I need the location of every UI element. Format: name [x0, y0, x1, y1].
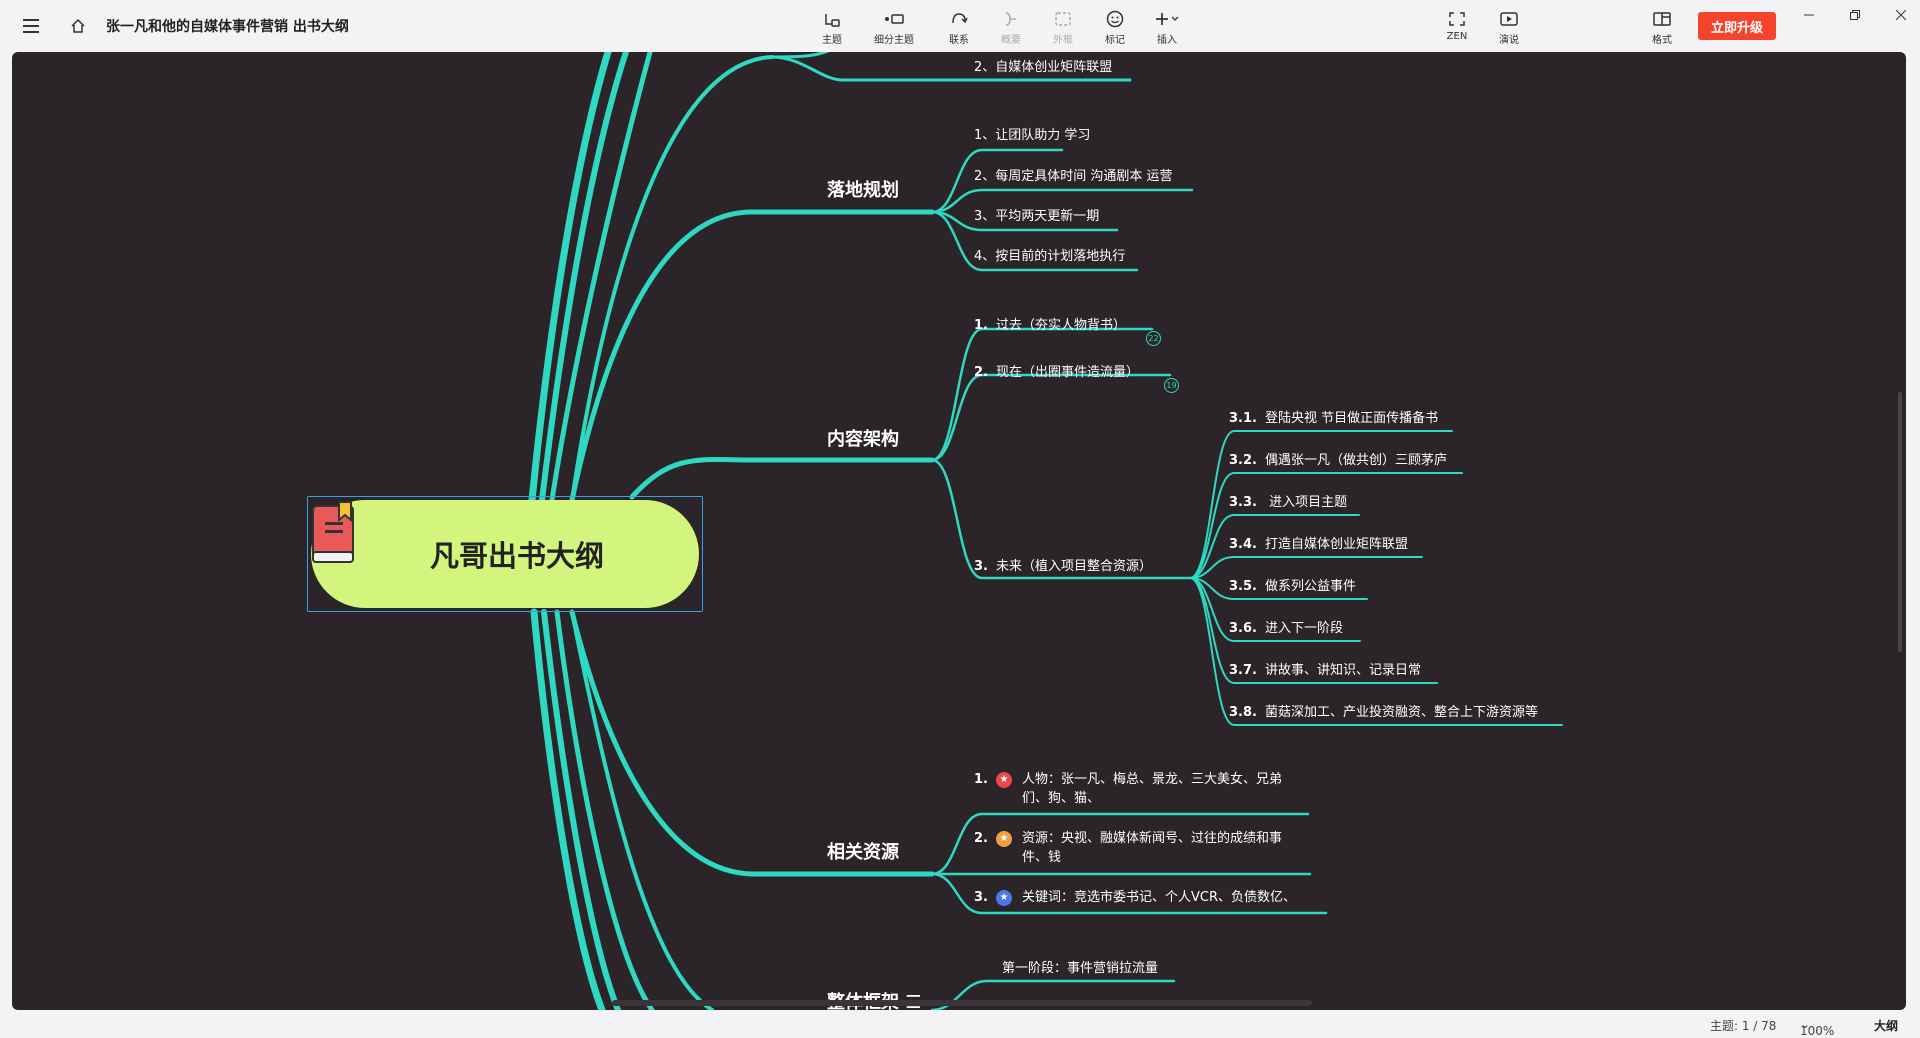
- resource-item-assets[interactable]: 2.★资源：央视、融媒体新闻号、过往的成绩和事件、钱: [974, 830, 1282, 865]
- zen-icon: [1448, 8, 1466, 30]
- content-item-past[interactable]: 1.过去（夯实人物背书）: [974, 318, 1126, 333]
- vertical-scrollbar[interactable]: [1898, 392, 1902, 652]
- toolbar-left: 张一凡和他的自媒体事件营销 出书大纲: [18, 12, 349, 40]
- future-item-3-7[interactable]: 3.7.讲故事、讲知识、记录日常: [1229, 663, 1421, 678]
- book-icon: [312, 501, 354, 563]
- resource-item-people[interactable]: 1.★人物：张一凡、梅总、景龙、三大美女、兄弟们、狗、猫、: [974, 771, 1282, 806]
- branch-related-resources[interactable]: 相关资源: [827, 842, 899, 863]
- root-topic-selection[interactable]: 凡哥出书大纲: [307, 496, 703, 612]
- menu-icon[interactable]: [18, 12, 46, 40]
- content-item-present[interactable]: 2.现在（出圈事件造流量）: [974, 365, 1139, 380]
- upgrade-button[interactable]: 立即升级: [1698, 12, 1776, 40]
- outline-button[interactable]: 大纲: [1874, 1019, 1899, 1033]
- plan-item-1[interactable]: 1、让团队助力 学习: [974, 128, 1091, 143]
- mindmap-canvas[interactable]: 2、自媒体创业矩阵联盟 落地规划 1、让团队助力 学习 2、每周定具体时间 沟通…: [12, 52, 1906, 1010]
- marker-button[interactable]: 标记: [1089, 8, 1141, 46]
- future-item-3-6[interactable]: 3.6.进入下一阶段: [1229, 621, 1343, 636]
- future-item-3-8[interactable]: 3.8.菌菇深加工、产业投资融资、整合上下游资源等: [1229, 705, 1538, 720]
- toolbar-group-format: 格式: [1636, 8, 1688, 46]
- topic-icon: [823, 8, 841, 30]
- star-marker-icon: ★: [995, 889, 1012, 906]
- future-item-3-3[interactable]: 3.3. 进入项目主题: [1229, 495, 1348, 510]
- horizontal-scrollbar[interactable]: [612, 1000, 1312, 1006]
- format-icon: [1653, 8, 1671, 30]
- zoom-level[interactable]: 100% ⌄: [1800, 1017, 1835, 1038]
- plan-item-3[interactable]: 3、平均两天更新一期: [974, 209, 1100, 224]
- root-topic[interactable]: 凡哥出书大纲: [311, 500, 699, 608]
- subtopic-button[interactable]: 细分主题: [858, 8, 930, 46]
- future-item-3-4[interactable]: 3.4.打造自媒体创业矩阵联盟: [1229, 537, 1408, 552]
- resource-item-keywords[interactable]: 3.★关键词：竞选市委书记、个人VCR、负债数亿、: [974, 889, 1296, 906]
- plan-item-2[interactable]: 2、每周定具体时间 沟通剧本 运营: [974, 169, 1173, 184]
- present-icon: [1500, 8, 1518, 30]
- home-icon[interactable]: [64, 12, 92, 40]
- restore-button[interactable]: [1832, 4, 1878, 26]
- marker-icon: [1106, 8, 1124, 30]
- window-controls: [1786, 4, 1920, 26]
- branch-overall-framework[interactable]: 整体框架 ☰: [827, 988, 921, 1010]
- mindmap-connectors: [528, 52, 1563, 1010]
- status-bar: 主题: 1 / 78 100% ⌄ 大纲: [0, 1010, 1920, 1038]
- insert-button[interactable]: 插入: [1141, 8, 1193, 46]
- framework-item-1[interactable]: 第一阶段：事件营销拉流量: [1002, 961, 1159, 976]
- plan-item-4[interactable]: 4、按目前的计划落地执行: [974, 249, 1126, 264]
- content-item-future[interactable]: 3.未来（植入项目整合资源）: [974, 559, 1152, 574]
- insert-icon: [1154, 8, 1180, 30]
- future-item-3-2[interactable]: 3.2.偶遇张一凡（做共创）三顾茅庐: [1229, 453, 1447, 468]
- topic-button[interactable]: 主题: [806, 8, 858, 46]
- format-button[interactable]: 格式: [1636, 8, 1688, 46]
- star-marker-icon: ★: [995, 771, 1012, 788]
- topic-count: 主题: 1 / 78: [1710, 1019, 1777, 1033]
- close-button[interactable]: [1878, 4, 1920, 26]
- collapsed-count-badge[interactable]: 22: [1146, 331, 1161, 346]
- subtopic-icon: [883, 8, 905, 30]
- branch-content-structure[interactable]: 内容架构: [827, 429, 899, 450]
- toolbar-group-elements: 联系 概要 外框 标记 插入: [933, 8, 1193, 46]
- boundary-icon: [1054, 8, 1072, 30]
- toolbar-group-view: ZEN 演说: [1431, 8, 1535, 46]
- summary-icon: [1002, 8, 1020, 30]
- boundary-button[interactable]: 外框: [1037, 8, 1089, 46]
- minimize-button[interactable]: [1786, 4, 1832, 26]
- partial-topic[interactable]: 2、自媒体创业矩阵联盟: [974, 60, 1113, 75]
- future-item-3-5[interactable]: 3.5.做系列公益事件: [1229, 579, 1356, 594]
- toolbar-group-topic: 主题 细分主题: [806, 8, 930, 46]
- document-title: 张一凡和他的自媒体事件营销 出书大纲: [106, 19, 349, 35]
- top-toolbar: 张一凡和他的自媒体事件营销 出书大纲 主题 细分主题 联系 概要 外框 标记: [0, 0, 1920, 52]
- relation-button[interactable]: 联系: [933, 8, 985, 46]
- summary-button[interactable]: 概要: [985, 8, 1037, 46]
- future-item-3-1[interactable]: 3.1.登陆央视 节目做正面传播备书: [1229, 411, 1439, 426]
- present-button[interactable]: 演说: [1483, 8, 1535, 46]
- relation-icon: [950, 8, 968, 30]
- branch-landing-plan[interactable]: 落地规划: [827, 180, 899, 201]
- collapsed-count-badge[interactable]: 19: [1164, 378, 1179, 393]
- star-marker-icon: ★: [995, 830, 1012, 847]
- zen-button[interactable]: ZEN: [1431, 8, 1483, 46]
